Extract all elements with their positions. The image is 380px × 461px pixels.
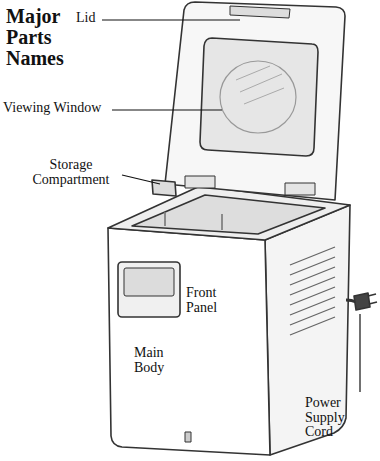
part-label: Lid: [76, 11, 102, 26]
leader-line: [122, 175, 160, 184]
leader-line: [359, 314, 360, 392]
part-label: Storage Compartment: [22, 158, 120, 187]
leader-line: [112, 109, 222, 110]
baking-chamber: [132, 195, 325, 234]
lid-handle: [230, 6, 290, 18]
diagram-title: Major Parts Names: [6, 6, 78, 69]
part-label: Front Panel: [186, 286, 236, 315]
front-panel: [118, 262, 180, 317]
part-label: Power Supply Cord: [305, 396, 373, 440]
lid: [165, 2, 345, 200]
part-label: Viewing Window: [3, 101, 111, 116]
leader-line: [102, 19, 240, 20]
viewing-window: [200, 38, 318, 156]
body-front: [108, 228, 270, 455]
part-label: Main Body: [134, 346, 184, 375]
